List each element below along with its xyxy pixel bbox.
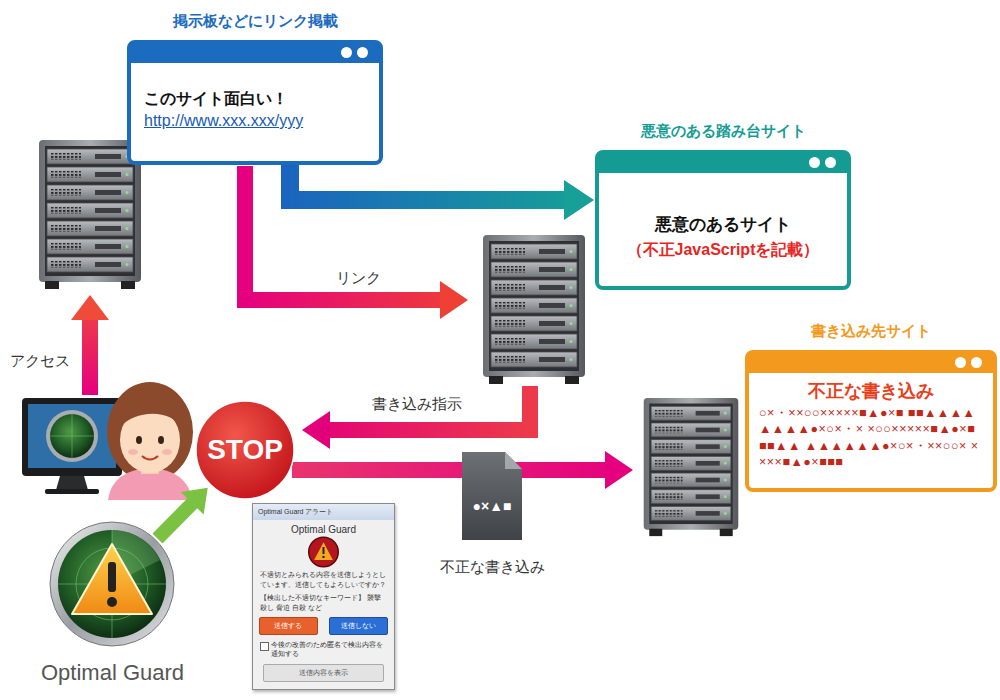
window-heading: 書き込み先サイト <box>729 322 1000 341</box>
user-woman <box>136 436 142 444</box>
alert-dialog: Optimal Guard アラートOptimal Guard 不適切とみられる内… <box>252 503 395 690</box>
arrowhead <box>564 180 594 220</box>
document-icon <box>505 452 522 469</box>
user-woman <box>128 449 138 455</box>
access-arrow <box>82 318 98 395</box>
site-note: （不正JavaScriptを記載） <box>599 236 847 273</box>
user-woman <box>107 382 193 482</box>
server-target <box>644 398 739 536</box>
stop-circle <box>196 401 294 499</box>
guard-radar-icon <box>108 562 116 592</box>
button-text: 送信する <box>259 617 318 635</box>
window-button <box>809 157 820 168</box>
guard-radar-icon <box>72 544 152 614</box>
window-title-bar <box>748 353 994 373</box>
window-button <box>971 357 982 368</box>
write-arrow <box>605 451 633 489</box>
document-icon <box>462 452 522 540</box>
guard-radar-icon <box>58 530 166 638</box>
dialog-button: 送信内容を表示 <box>263 664 384 682</box>
arrow-label: リンク <box>318 269 398 288</box>
window-button <box>955 357 966 368</box>
window-button <box>341 47 352 58</box>
access-label: アクセス <box>4 352 76 371</box>
window-button <box>825 157 836 168</box>
monitor <box>22 398 122 476</box>
server-bbs <box>39 140 141 289</box>
monitor <box>50 414 94 458</box>
user-woman <box>158 436 164 444</box>
instruction-arrow <box>302 411 330 449</box>
arrowhead <box>181 488 208 515</box>
monitor <box>56 476 88 490</box>
browser-window: 書き込み先サイト不正な書き込み○×・××○○×××××■▲●×■ ■■▲▲▲▲▲… <box>745 350 997 492</box>
guard-radar-icon <box>50 522 174 646</box>
guard-arrow <box>157 488 207 539</box>
document-icon <box>462 452 522 540</box>
button-text: 送信しない <box>329 617 388 635</box>
document-symbols: ●×▲■ <box>462 498 522 514</box>
dialog-warning-icon <box>309 537 339 567</box>
guard-icon: Optimal Guard <box>25 522 200 690</box>
connector-shaft <box>157 502 193 539</box>
dialog-heading: Optimal Guard <box>253 521 394 535</box>
server-malicious <box>483 235 585 384</box>
post-text: このサイト面白い！ <box>131 63 379 110</box>
monitor <box>28 404 116 468</box>
site-title: 不正な書き込み <box>749 373 993 403</box>
monitor <box>22 398 122 494</box>
dialog-warning-icon <box>322 555 324 557</box>
user-woman <box>118 402 183 430</box>
instruction-arrow <box>328 386 530 430</box>
dialog-warning-icon <box>253 536 394 568</box>
window-title-bar <box>598 153 848 173</box>
dialog-warning-icon <box>323 547 325 554</box>
dialog-message: 不適切とみられる内容を送信しようとしています。送信してもよろしいですか？ <box>253 568 394 590</box>
monitor <box>45 489 99 494</box>
button-text: 送信内容を表示 <box>263 664 384 682</box>
user-woman <box>107 382 193 500</box>
guard-radar-icon <box>107 597 117 607</box>
window-button <box>357 47 368 58</box>
monitor <box>50 414 94 458</box>
write-arrow <box>292 462 607 478</box>
dialog-keywords: 【検出した不適切なキーワード】 襲撃 殺し 脅迫 自殺 など <box>253 591 394 613</box>
stop-text: STOP <box>207 434 283 466</box>
link-arrow-pink <box>440 281 468 319</box>
link-arrow <box>290 163 594 220</box>
user-woman <box>162 449 172 455</box>
browser-window: 悪意のある踏み台サイト悪意のあるサイト（不正JavaScriptを記載） <box>595 150 851 290</box>
checkbox-label: 今後の改善のため匿名で検出内容を通知する <box>253 639 394 660</box>
arrow-label: 書き込み指示 <box>352 395 482 414</box>
link-arrow-pink <box>245 166 468 319</box>
access-arrow <box>71 295 109 320</box>
window-heading: 掲示板などにリンク掲載 <box>111 12 399 31</box>
dialog-title: Optimal Guard アラート <box>253 504 394 520</box>
user-woman <box>142 456 158 460</box>
dialog-button: 送信する <box>259 617 318 635</box>
window-heading: 悪意のある踏み台サイト <box>579 122 867 141</box>
document-label: 不正な書き込み <box>420 558 565 577</box>
guard-radar-icon <box>58 530 166 638</box>
connector-shaft <box>290 163 567 200</box>
site-title: 悪意のあるサイト <box>599 173 847 236</box>
browser-window: 掲示板などにリンク掲載このサイト面白い！http://www.xxx.xxx/y… <box>127 40 383 165</box>
stop-sign: STOP <box>195 400 295 500</box>
garbage-text: ○×・××○○×××××■▲●×■ ■■▲▲▲▲▲▲▲▲●×○×・× ×○○××… <box>749 403 993 478</box>
product-name: Optimal Guard <box>15 660 210 686</box>
access-arrow <box>71 295 109 395</box>
instruction-arrow <box>302 386 530 449</box>
link-arrow-pink <box>245 166 442 300</box>
guard-radar-icon <box>50 522 174 646</box>
link-url: http://www.xxx.xxx/yyy <box>131 110 379 142</box>
monitor <box>46 410 98 462</box>
dialog-warning-icon <box>314 542 333 560</box>
dialog-button: 送信しない <box>329 617 388 635</box>
window-title-bar <box>130 43 380 63</box>
